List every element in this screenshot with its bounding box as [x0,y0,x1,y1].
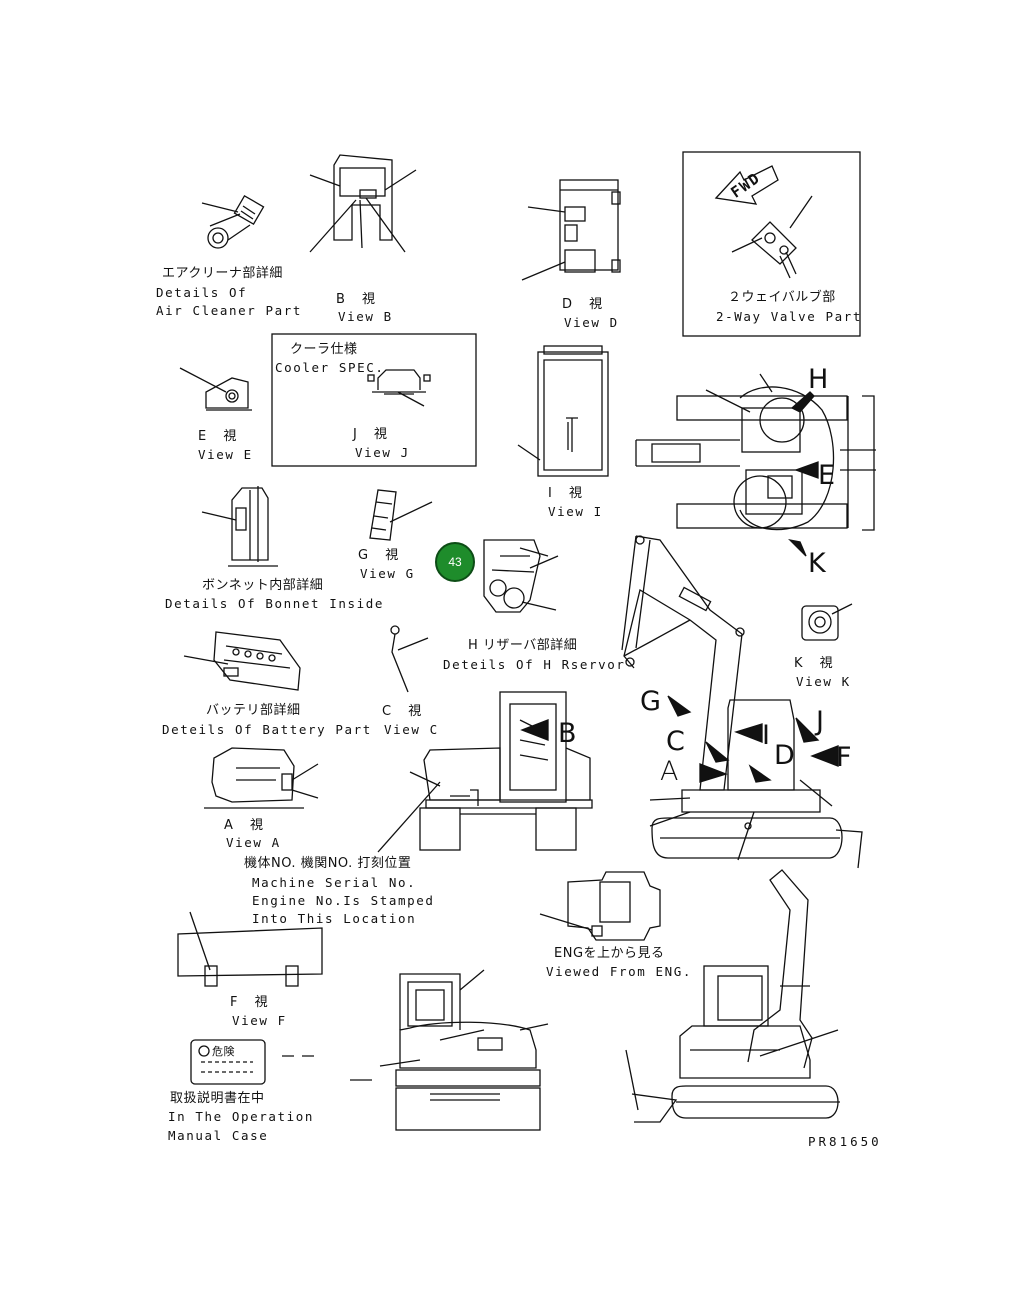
view-k-en: View K [796,674,851,689]
two-way-en: 2-Way Valve Part [716,309,863,324]
view-letter-j: J [816,706,824,737]
view-c-drawing [390,625,429,693]
view-letter-i: I [762,720,770,751]
view-i-drawing [517,345,609,477]
view-b-jp: B 視 [336,292,376,307]
arrow-k [788,538,807,557]
view-letter-a: A [660,756,679,787]
bonnet-drawing [201,486,278,567]
cooler-spec-box [271,333,477,467]
view-a-en: View A [226,835,281,850]
view-a-jp: A 視 [224,818,264,833]
view-j-en: View J [355,445,410,460]
view-b-en: View B [338,309,393,324]
view-e-drawing [179,367,252,411]
view-d-drawing [521,179,621,281]
side-view-excavator [621,535,863,869]
serial-en2: Engine No.Is Stamped [252,893,435,908]
view-letter-c: C [666,726,685,757]
cooler-en: Cooler SPEC. [275,360,385,375]
rear-view-machine [377,691,593,853]
view-f-en: View F [232,1013,287,1028]
view-f-jp: F 視 [230,995,269,1010]
view-e-en: View E [198,447,253,462]
danger-text: 危険 [212,1045,235,1058]
arrow-c [705,741,730,763]
arrow-j [795,717,820,743]
manual-en1: In The Operation [168,1109,315,1124]
air-cleaner-drawing [201,194,265,249]
arrow-e [794,461,819,479]
view-letter-k: K [808,548,826,579]
arrow-d [748,764,772,783]
view-letter-f: F [836,742,852,773]
view-g-en: View G [360,566,415,581]
view-letter-h: H [808,364,829,395]
view-g-drawing [369,489,433,541]
view-letter-g: G [640,686,661,717]
h-reservoir-drawing [483,539,559,613]
eng-jp: ENGを上から見る [554,946,665,961]
view-letter-b: B [558,718,577,749]
view-f-drawing [177,911,323,987]
danger-label [190,1039,314,1085]
side-view-bottom [625,869,840,1123]
air-cleaner-en2: Air Cleaner Part [156,303,303,318]
eng-en: Viewed From ENG. [546,964,693,979]
view-i-jp: I 視 [548,486,583,501]
air-cleaner-en1: Details Of [156,285,248,300]
view-i-en: View I [548,504,603,519]
manual-en2: Manual Case [168,1128,269,1143]
view-d-jp: D 視 [562,297,603,312]
two-way-jp: ２ウェイバルブ部 [728,290,836,305]
serial-en3: Into This Location [252,911,417,926]
top-view-drawing [635,373,876,531]
serial-jp: 機体NO. 機関NO. 打刻位置 [244,856,412,871]
callout-badge-43[interactable]: 43 [435,542,475,582]
view-c-jp: C 視 [382,704,422,719]
view-arrows[interactable] [520,391,839,783]
view-j-jp: J 視 [353,427,388,442]
rear-view-bottom [350,969,549,1131]
battery-jp: バッテリ部詳細 [206,703,301,718]
h-reservoir-jp: H リザーバ部詳細 [468,638,578,653]
bonnet-en: Details Of Bonnet Inside [165,596,385,611]
air-cleaner-jp: エアクリーナ部詳細 [162,266,283,281]
cooler-jp: クーラ仕様 [290,342,358,357]
view-g-jp: G 視 [358,548,399,563]
view-a-drawing [204,747,319,809]
view-d-en: View D [564,315,619,330]
view-c-en: View C [384,722,439,737]
view-letter-d: D [774,740,795,771]
arrow-a [699,763,728,783]
h-reservoir-en: Deteils Of H Rservor [443,657,626,672]
engine-top-drawing [539,871,661,941]
arrow-h [790,391,815,413]
view-e-jp: E 視 [198,429,237,444]
drawing-number: PR81650 [808,1134,882,1149]
view-k-drawing [801,603,853,641]
arrow-g [667,695,692,717]
arrow-f [810,745,839,767]
view-b-drawing [309,154,417,253]
battery-en: Deteils Of Battery Part [162,722,372,737]
serial-en1: Machine Serial No. [252,875,417,890]
battery-drawing [183,631,301,691]
view-k-jp: K 視 [794,656,834,671]
manual-jp: 取扱説明書在中 [170,1091,265,1106]
arrow-i [734,723,763,743]
bonnet-jp: ボンネット内部詳細 [202,578,324,593]
view-letter-e: E [818,460,836,491]
arrow-b [520,719,549,741]
two-way-valve-box [682,151,861,337]
